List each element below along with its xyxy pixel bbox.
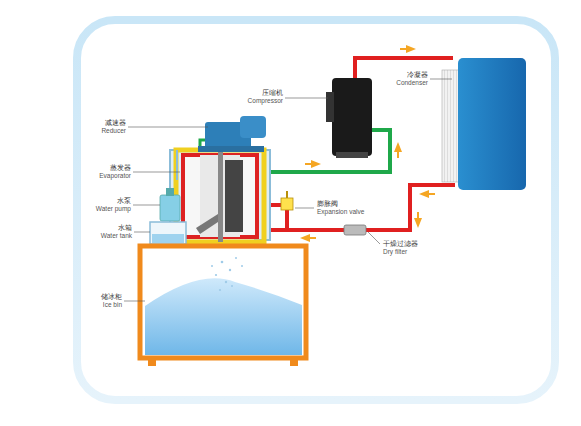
part-label: 储冰柜	[101, 293, 122, 301]
part-label: 水泵	[117, 197, 131, 205]
part-label: Water tank	[101, 232, 132, 240]
part-label: Condenser	[396, 79, 428, 87]
part-label: Water pump	[96, 205, 131, 213]
part-label: 冷凝器	[407, 71, 428, 79]
part-label: 膨胀阀	[317, 200, 338, 208]
part-label: 水箱	[118, 224, 132, 232]
part-label: 压缩机	[262, 89, 283, 97]
part-label: Ice bin	[103, 301, 122, 309]
part-label: Expansion valve	[317, 208, 364, 216]
part-label: Dry filter	[383, 248, 407, 256]
part-label: 减速器	[105, 119, 126, 127]
part-label: Reducer	[101, 127, 126, 135]
part-label: 干燥过滤器	[383, 240, 418, 248]
part-label: Evaporator	[99, 172, 131, 180]
part-label: 蒸发器	[110, 164, 131, 172]
part-label: Compressor	[248, 97, 283, 105]
